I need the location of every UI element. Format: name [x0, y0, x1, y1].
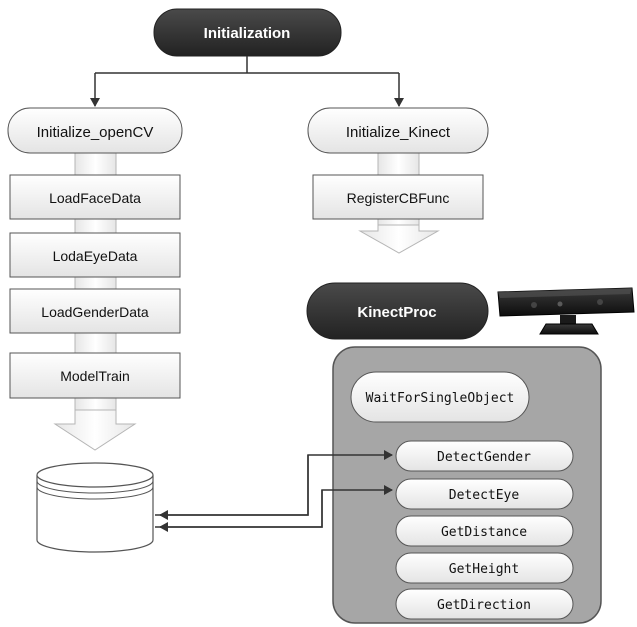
- model-train-step: ModelTrain: [9, 352, 181, 399]
- gender-connector: [155, 450, 393, 520]
- detect-eye-node: DetectEye: [395, 478, 574, 510]
- initialize-opencv-node: Initialize_openCV: [7, 107, 183, 154]
- initialization-node: Initialization: [153, 8, 342, 57]
- get-direction-label: GetDirection: [437, 598, 531, 613]
- kinect-proc-label: KinectProc: [357, 304, 436, 321]
- load-eye-data-label: LodaEyeData: [53, 248, 138, 264]
- wait-for-single-object-label: WaitForSingleObject: [366, 391, 515, 406]
- detect-eye-label: DetectEye: [449, 488, 520, 503]
- detect-gender-node: DetectGender: [395, 440, 574, 472]
- eye-connector: [155, 485, 393, 532]
- model-train-label: ModelTrain: [60, 368, 130, 384]
- register-cb-func-step: RegisterCBFunc: [312, 174, 484, 220]
- get-distance-node: GetDistance: [395, 515, 574, 547]
- load-gender-data-step: LoadGenderData: [9, 288, 181, 334]
- register-cb-func-label: RegisterCBFunc: [347, 190, 450, 206]
- wait-for-single-object-node: WaitForSingleObject: [350, 371, 530, 423]
- kinect-proc-node: KinectProc: [306, 282, 489, 340]
- load-eye-data-step: LodaEyeData: [9, 232, 181, 278]
- kinect-sensor-image: [497, 287, 635, 335]
- left-flow-arrow: [53, 409, 137, 451]
- load-gender-data-label: LoadGenderData: [41, 304, 149, 320]
- load-face-data-step: LoadFaceData: [9, 174, 181, 220]
- initialize-kinect-label: Initialize_Kinect: [346, 124, 451, 141]
- initialize-kinect-node: Initialize_Kinect: [307, 107, 489, 154]
- right-flow-arrow: [358, 224, 440, 254]
- initialize-opencv-label: Initialize_openCV: [37, 124, 154, 141]
- get-distance-label: GetDistance: [441, 525, 527, 540]
- split-connector: [90, 56, 404, 107]
- database-cylinder: [36, 462, 154, 553]
- get-height-label: GetHeight: [449, 562, 519, 577]
- get-direction-node: GetDirection: [395, 588, 574, 620]
- initialization-label: Initialization: [204, 25, 291, 42]
- get-height-node: GetHeight: [395, 552, 574, 584]
- detect-gender-label: DetectGender: [437, 450, 531, 465]
- load-face-data-label: LoadFaceData: [49, 190, 141, 206]
